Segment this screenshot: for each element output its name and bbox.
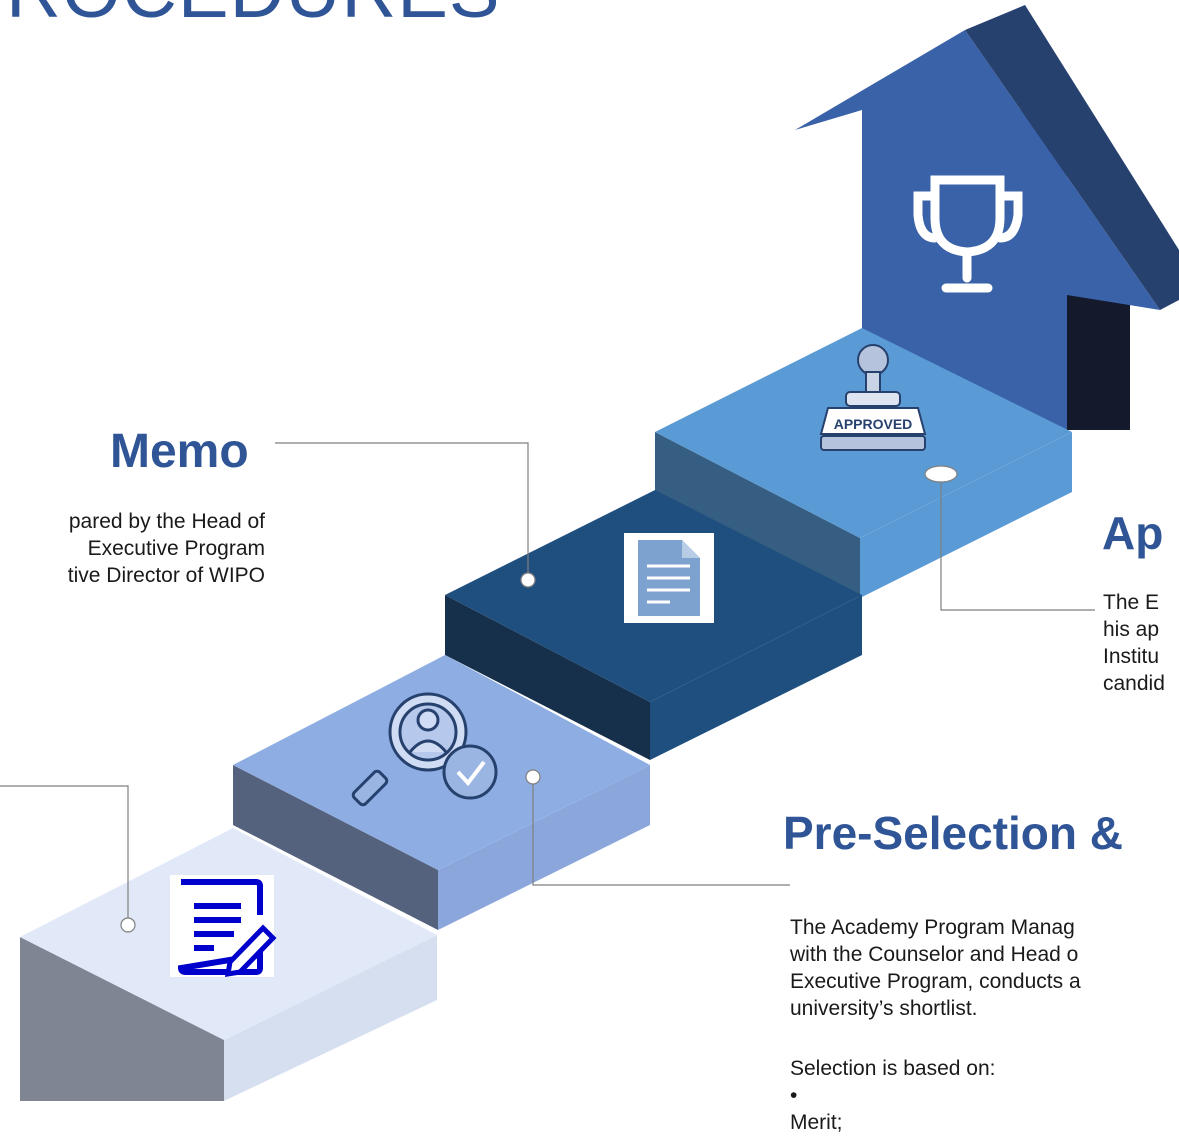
memo-dot	[520, 572, 536, 588]
preselection-line: The Academy Program Manag	[790, 916, 1075, 939]
connector-lines	[0, 442, 1095, 920]
application-dot	[120, 917, 136, 933]
approval-line: his ap	[1103, 618, 1160, 641]
form-edit-icon	[170, 875, 277, 978]
memo-heading: Memo	[110, 425, 249, 478]
stamp-label: APPROVED	[834, 416, 913, 432]
memo-line: pared by the Head of	[68, 510, 265, 533]
approval-line: candid	[1103, 672, 1165, 695]
preselection-dot	[525, 769, 541, 785]
staircase-graphic: APPROVED	[0, 5, 1179, 1101]
application-connector	[0, 785, 129, 920]
criteria-text: Merit;	[790, 1111, 843, 1134]
memo-line: Executive Program	[87, 537, 265, 560]
page-title: ROCEDURES	[6, 0, 501, 35]
approval-description: The E his ap Institu candid	[1103, 589, 1179, 697]
selection-criteria: Selection is based on: • Merit;	[790, 1055, 1179, 1136]
selection-intro: Selection is based on:	[790, 1057, 996, 1080]
approval-connector	[940, 481, 1095, 611]
preselection-heading: Pre-Selection &	[783, 807, 1123, 859]
preselection-connector	[532, 779, 790, 886]
approval-line: Institu	[1103, 645, 1160, 668]
approval-line: The E	[1103, 591, 1160, 614]
preselection-line: university’s shortlist.	[790, 997, 978, 1020]
trophy-icon	[913, 175, 1023, 293]
approval-dot	[924, 465, 958, 483]
criteria-item: • Merit;	[790, 1082, 1179, 1136]
memo-description: pared by the Head of Executive Program t…	[0, 508, 265, 589]
search-user-check-icon	[351, 692, 498, 807]
document-icon	[624, 533, 714, 623]
memo-line: tive Director of WIPO	[67, 564, 265, 587]
approval-heading: Ap	[1102, 507, 1164, 559]
preselection-description: The Academy Program Manag with the Couns…	[790, 914, 1179, 1022]
preselection-line: with the Counselor and Head o	[790, 943, 1079, 966]
approved-stamp-icon: APPROVED	[819, 344, 927, 451]
memo-connector	[275, 442, 529, 578]
preselection-line: Executive Program, conducts a	[790, 970, 1081, 993]
